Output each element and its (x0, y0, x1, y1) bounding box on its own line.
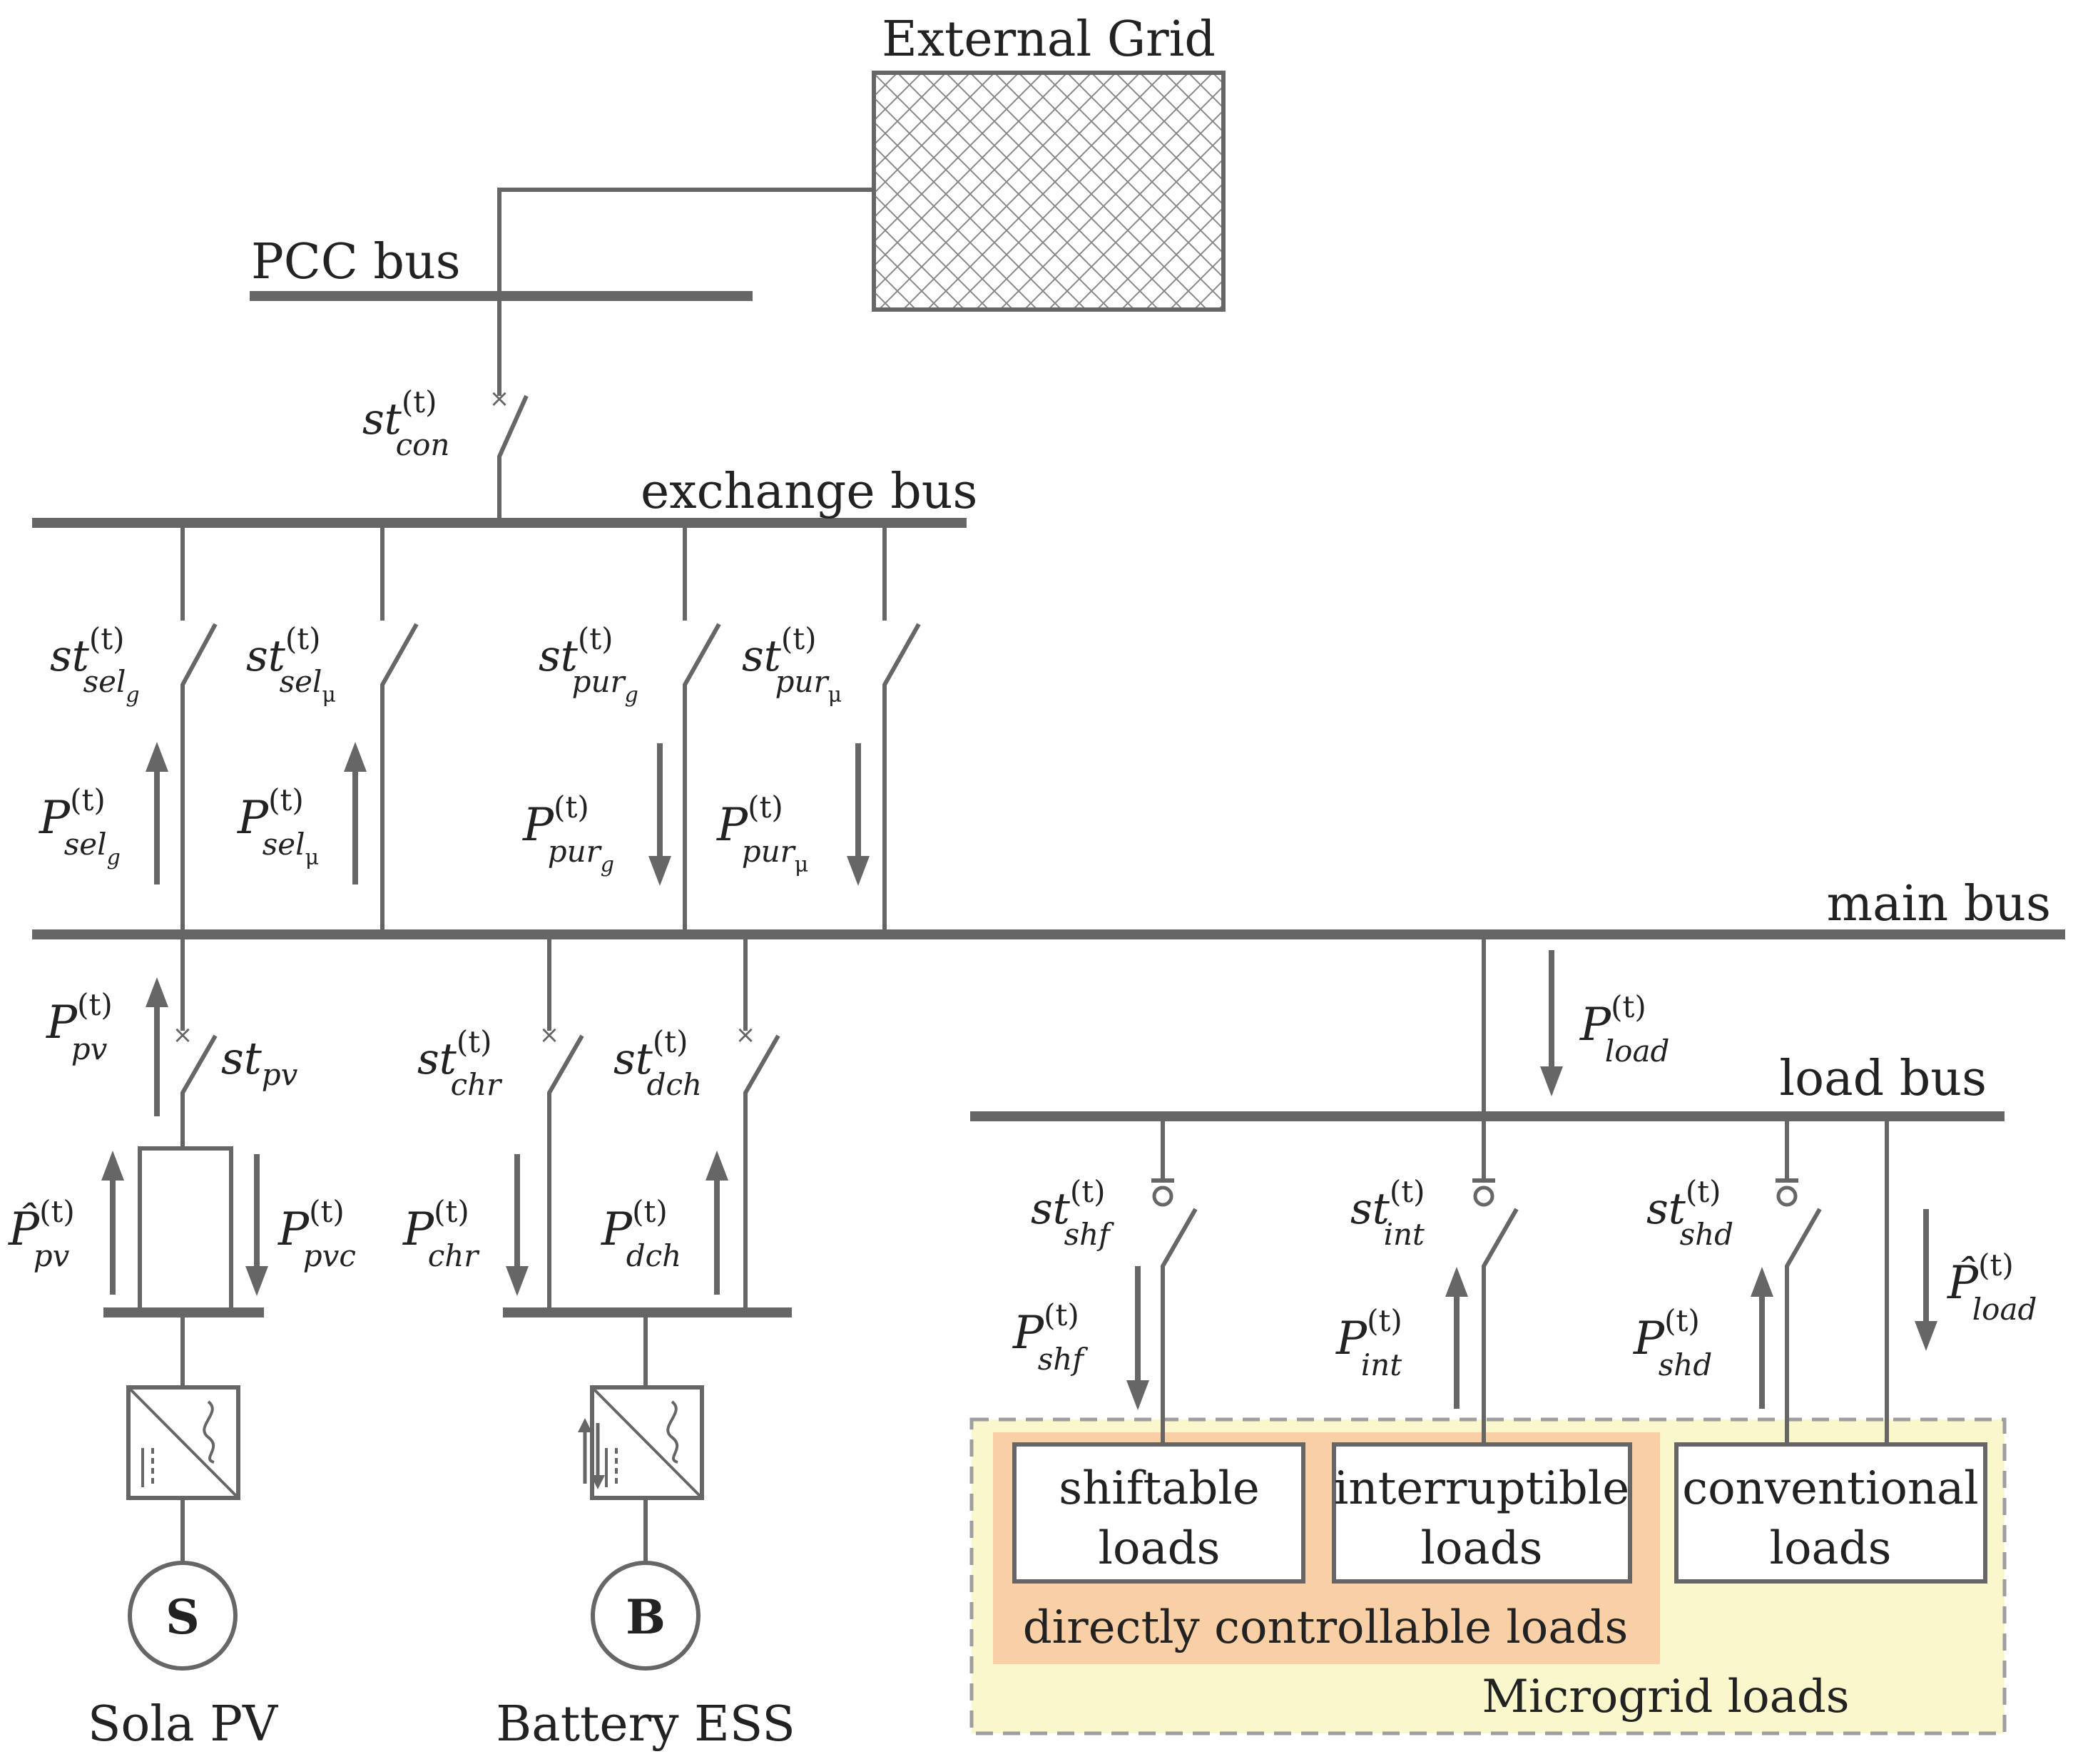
shf-terminal-icon (1152, 1186, 1173, 1207)
battery-inverter-icon (578, 1385, 704, 1500)
p-int-label: P(t)int (1335, 1303, 1402, 1382)
conventional-loads-line2: loads (1770, 1522, 1892, 1575)
pv-source-icon (128, 1561, 238, 1671)
shd-switch (1785, 1116, 1822, 1444)
int-terminal-icon (1473, 1186, 1494, 1207)
x-mark: × (489, 384, 510, 413)
st-pur-mu-label: st(t)purμ (742, 621, 842, 708)
p-hat-pv-label: P̂(t)pv (8, 1194, 75, 1273)
interruptible-loads-line1: interruptible (1334, 1462, 1629, 1515)
int-arrowhead (1445, 1267, 1468, 1297)
pv-switch (180, 934, 218, 1148)
st-shd-label: st(t)shd (1646, 1174, 1733, 1252)
x-mark: × (539, 1021, 560, 1049)
pv-out-arrowhead (146, 977, 168, 1007)
grid-to-pcc-wire (497, 188, 874, 296)
p-sel-g-label: P(t)selg (39, 782, 121, 870)
pur-g-arrowhead (648, 856, 671, 886)
st-pv-label: stpv (221, 1032, 298, 1092)
pcc-bus-label: PCC bus (251, 234, 461, 290)
x-mark: × (173, 1021, 193, 1049)
sel-g-arrowhead (146, 742, 168, 772)
st-int-label: st(t)int (1350, 1174, 1425, 1252)
conventional-loads-box (1674, 1442, 1987, 1584)
st-shf-label: st(t)shf (1031, 1174, 1114, 1252)
pv-source-symbol: S (165, 1589, 200, 1645)
battery-ess-title: Battery ESS (496, 1696, 795, 1753)
shiftable-loads-line2: loads (1099, 1522, 1221, 1575)
p-chr-label: P(t)chr (402, 1194, 480, 1273)
shd-arrowhead (1751, 1267, 1773, 1297)
p-shf-label: P(t)shf (1012, 1297, 1088, 1377)
shiftable-loads-line1: shiftable (1059, 1462, 1259, 1515)
pur-mu-arrowhead (847, 856, 870, 886)
int-switch (1482, 1116, 1519, 1444)
p-pur-g-label: P(t)purg (522, 790, 614, 877)
battery-source-icon (591, 1561, 701, 1671)
st-chr-label: st(t)chr (417, 1024, 503, 1102)
pur-mu-switch (882, 523, 921, 934)
p-dch-label: P(t)dch (601, 1194, 681, 1273)
sel-mu-arrowhead (344, 742, 367, 772)
st-sel-mu-label: st(t)selμ (246, 621, 336, 708)
shf-switch (1161, 1116, 1198, 1444)
p-sel-mu-label: P(t)selμ (237, 782, 319, 870)
st-con-label: st(t)con (362, 384, 449, 462)
shf-arrowhead (1126, 1380, 1149, 1410)
st-sel-g-label: st(t)selg (50, 621, 140, 708)
p-shd-label: P(t)shd (1633, 1303, 1712, 1382)
p-hat-load-label: P̂(t)load (1947, 1248, 2037, 1327)
load-bus-label: load bus (1779, 1051, 1987, 1107)
interruptible-loads-box (1332, 1442, 1632, 1584)
chr-switch (547, 934, 584, 1312)
st-pur-g-label: st(t)purg (539, 621, 638, 708)
st-dch-label: st(t)dch (613, 1024, 702, 1102)
x-mark: × (735, 1021, 756, 1049)
pcc-switch-wire (497, 296, 529, 523)
p-load-label: P(t)load (1579, 989, 1669, 1069)
chr-arrowhead (506, 1266, 529, 1296)
dch-arrowhead (706, 1151, 728, 1181)
conventional-loads-line1: conventional (1682, 1462, 1978, 1515)
external-grid-box (872, 71, 1226, 312)
pvc-arrowhead (245, 1266, 268, 1296)
main-bus-label: main bus (1827, 876, 2051, 932)
solar-pv-title: Sola PV (88, 1696, 279, 1753)
microgrid-loads-title: Microgrid loads (1482, 1671, 1849, 1723)
p-pvc-label: P(t)pvc (277, 1194, 356, 1273)
sel-mu-switch (380, 523, 419, 934)
battery-source-symbol: B (626, 1589, 666, 1645)
pv-curtail-box (138, 1146, 233, 1315)
interruptible-loads-line2: loads (1421, 1522, 1543, 1575)
shiftable-loads-box (1012, 1442, 1305, 1584)
dch-switch (743, 934, 780, 1312)
pur-g-switch (683, 523, 721, 934)
hat-load-arrowhead (1915, 1321, 1937, 1351)
shd-terminal-icon (1776, 1186, 1798, 1207)
external-grid-title: External Grid (882, 11, 1216, 68)
directly-controllable-title: directly controllable loads (1023, 1601, 1629, 1654)
p-pur-mu-label: P(t)purμ (716, 790, 808, 877)
pv-inverter-icon (126, 1385, 240, 1500)
load-arrowhead (1540, 1066, 1563, 1096)
sel-g-switch (180, 523, 218, 934)
p-pv-label: P(t)pv (46, 987, 113, 1066)
exchange-bus-label: exchange bus (641, 464, 977, 520)
pv-hat-arrowhead (101, 1151, 124, 1181)
